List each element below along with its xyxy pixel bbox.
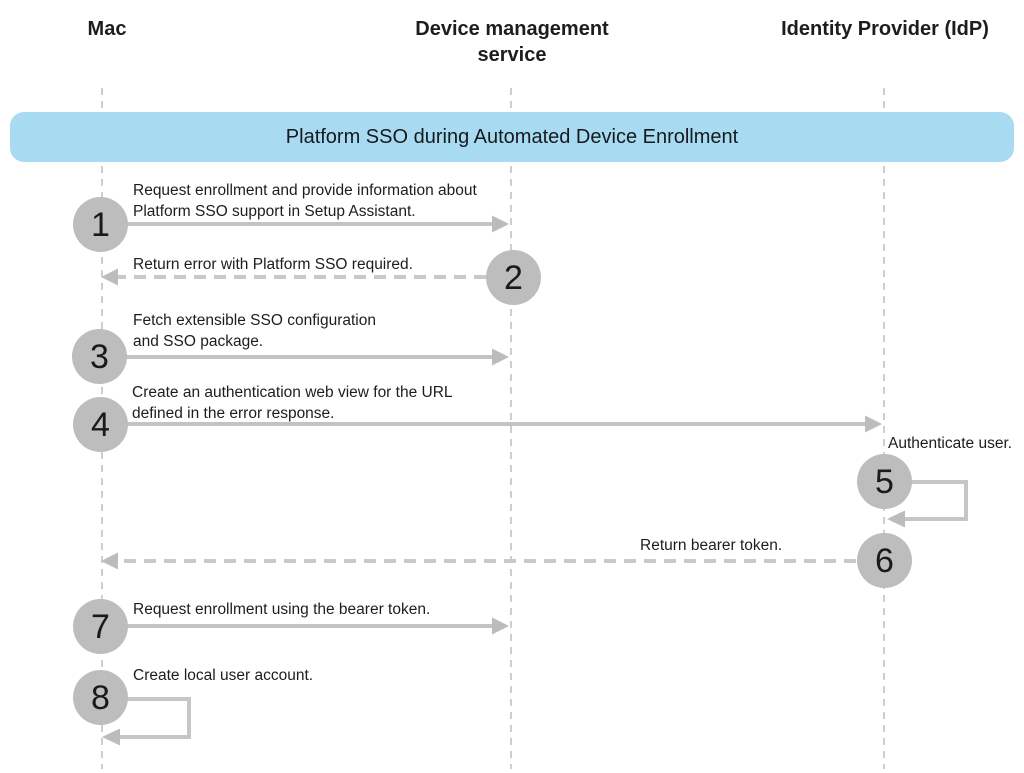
diagram-title: Platform SSO during Automated Device Enr… [285, 125, 739, 148]
step-badge-1: 1 [73, 197, 128, 252]
lane-header-device-management: Device management service [415, 18, 609, 66]
step-badge-3: 3 [72, 329, 127, 384]
lane-header-mac: Mac [87, 18, 127, 40]
step-label-4: Create an authentication web view for th… [132, 384, 453, 422]
step-badge-4: 4 [73, 397, 128, 452]
arrowhead-step-2 [101, 268, 118, 286]
step-label-1: Request enrollment and provide informati… [133, 182, 477, 220]
step-label-5: Authenticate user. [888, 435, 1013, 452]
arrowhead-step-5 [887, 510, 905, 528]
step-label-7: Request enrollment using the bearer toke… [133, 601, 431, 618]
step-badge-7: 7 [73, 599, 128, 654]
arrowhead-step-1 [492, 215, 509, 233]
arrowhead-step-6 [101, 552, 118, 570]
arrowhead-step-8 [102, 728, 120, 746]
step-badge-8: 8 [73, 670, 128, 725]
step-badge-6: 6 [857, 533, 912, 588]
step-badge-2: 2 [486, 250, 541, 305]
step-label-6: Return bearer token. [640, 537, 783, 554]
diagram-title-banner: Platform SSO during Automated Device Enr… [10, 112, 1014, 162]
loop-step-5 [905, 480, 968, 521]
step-label-2: Return error with Platform SSO required. [133, 256, 413, 273]
step-label-3: Fetch extensible SSO configuration and S… [133, 312, 376, 350]
loop-step-8 [120, 697, 191, 739]
arrowhead-step-4 [865, 415, 882, 433]
arrowhead-step-7 [492, 617, 509, 635]
lane-header-idp: Identity Provider (IdP) [781, 18, 989, 40]
step-label-8: Create local user account. [133, 667, 314, 684]
step-badge-5: 5 [857, 454, 912, 509]
arrowhead-step-3 [492, 348, 509, 366]
